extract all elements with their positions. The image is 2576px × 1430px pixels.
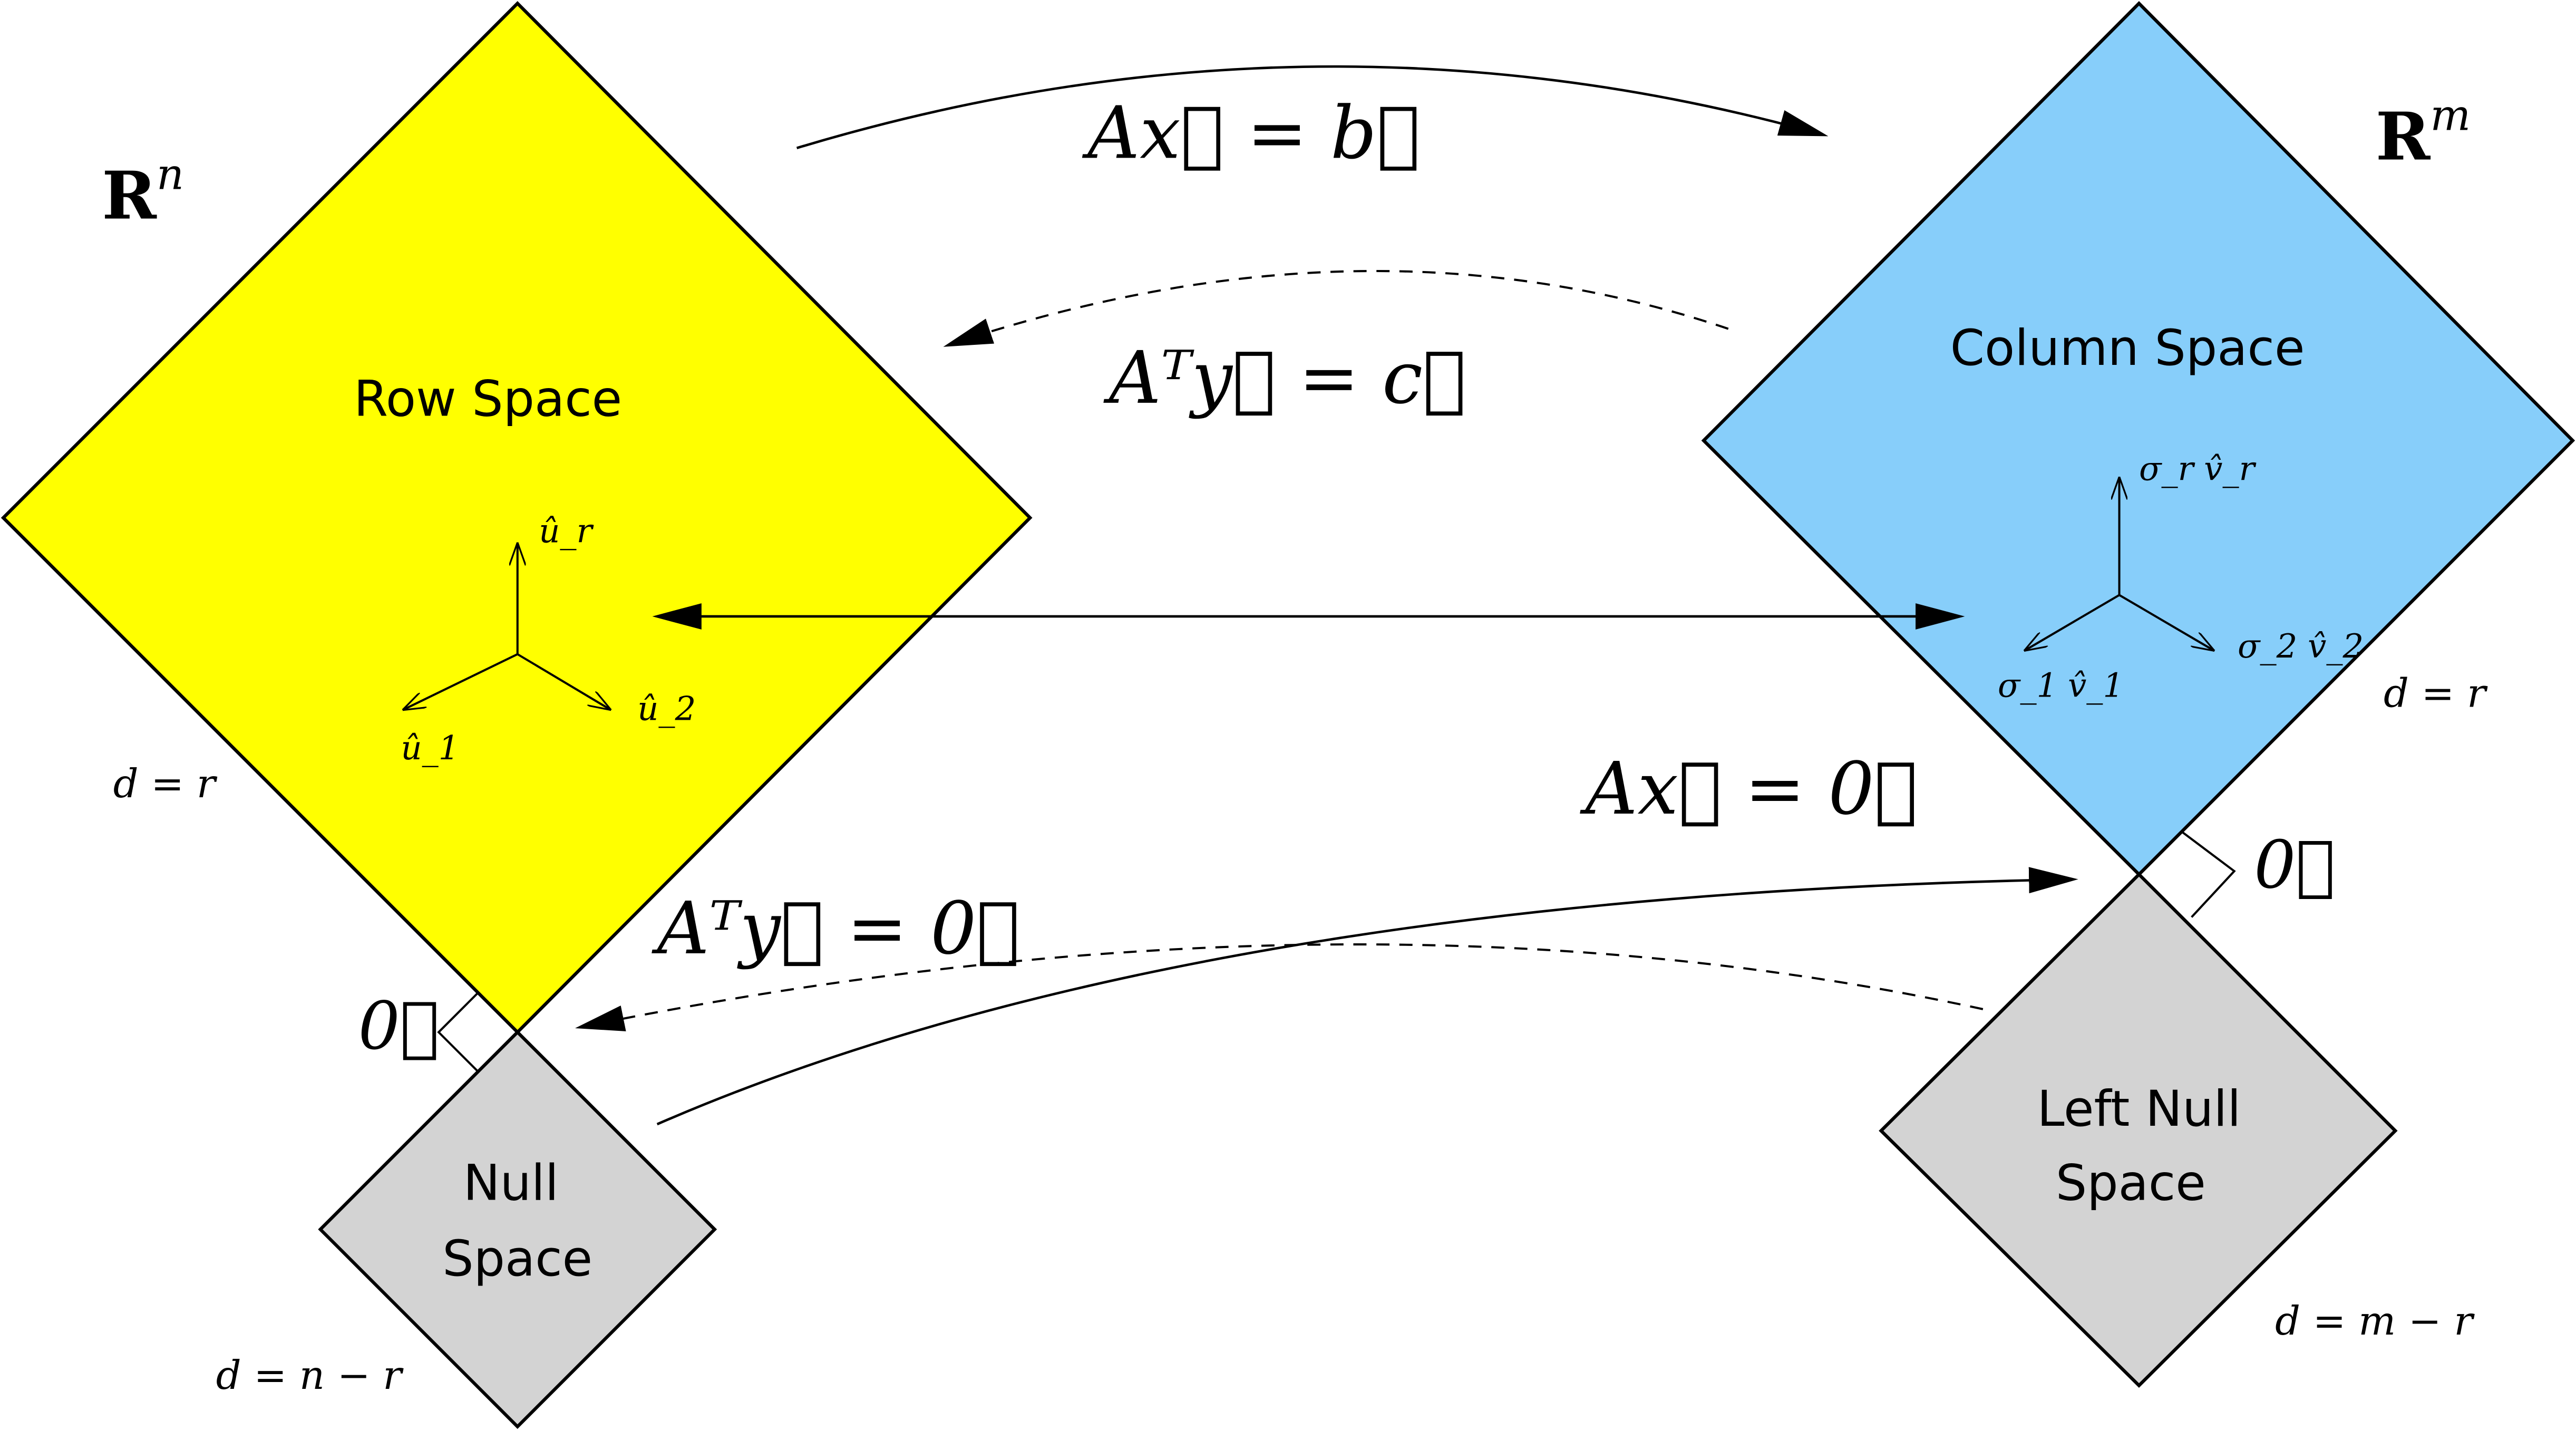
column-space-label: Column Space [1950, 320, 2305, 377]
basis-label-vr: σ_r v̂_r [2139, 449, 2257, 488]
right-angle-mark-right [2181, 830, 2236, 918]
equation-null: Ax⃗ = 0⃗ [1580, 747, 1918, 831]
left-null-space-label-line2: Space [2056, 1154, 2206, 1212]
row-space-basis-vectors [403, 542, 611, 710]
arrow-aty-c [943, 269, 1729, 347]
row-space-dimension: d = r [113, 761, 218, 807]
basis-label-u2: û_2 [637, 689, 696, 728]
left-null-space-label-line1: Left Null [2037, 1080, 2241, 1138]
equation-transpose: Aᵀy⃗ = c⃗ [1103, 336, 1466, 420]
left-null-space-dimension: d = m − r [2275, 1298, 2475, 1344]
column-space-dimension: d = r [2384, 670, 2488, 716]
basis-label-v2: σ_2 v̂_2 [2238, 627, 2364, 665]
basis-label-ur: û_r [539, 512, 594, 550]
null-space-label-line1: Null [463, 1154, 559, 1212]
null-space-dimension: d = n − r [216, 1352, 404, 1398]
basis-label-u1: û_1 [401, 729, 459, 767]
equation-forward: Ax⃗ = b⃗ [1082, 91, 1420, 175]
arrow-aty-0 [575, 943, 1984, 1031]
zero-vector-left: 0⃗ [358, 988, 439, 1065]
zero-vector-right: 0⃗ [2254, 827, 2335, 903]
column-space-basis-vectors [2024, 477, 2215, 651]
right-angle-mark-left [437, 992, 479, 1072]
arrow-ax-b [796, 65, 1829, 149]
codomain-space-label: Rm [2376, 91, 2471, 175]
row-space-label: Row Space [354, 371, 622, 428]
domain-space-label: Rn [102, 150, 184, 235]
arrow-ax-0 [656, 867, 2078, 1126]
basis-label-v1: σ_1 v̂_1 [1998, 666, 2124, 705]
null-space-label-line2: Space [442, 1230, 592, 1288]
null-space-region [318, 1030, 717, 1429]
equation-left-null: Aᵀy⃗ = 0⃗ [652, 887, 1020, 971]
left-null-space-region [1879, 872, 2398, 1388]
